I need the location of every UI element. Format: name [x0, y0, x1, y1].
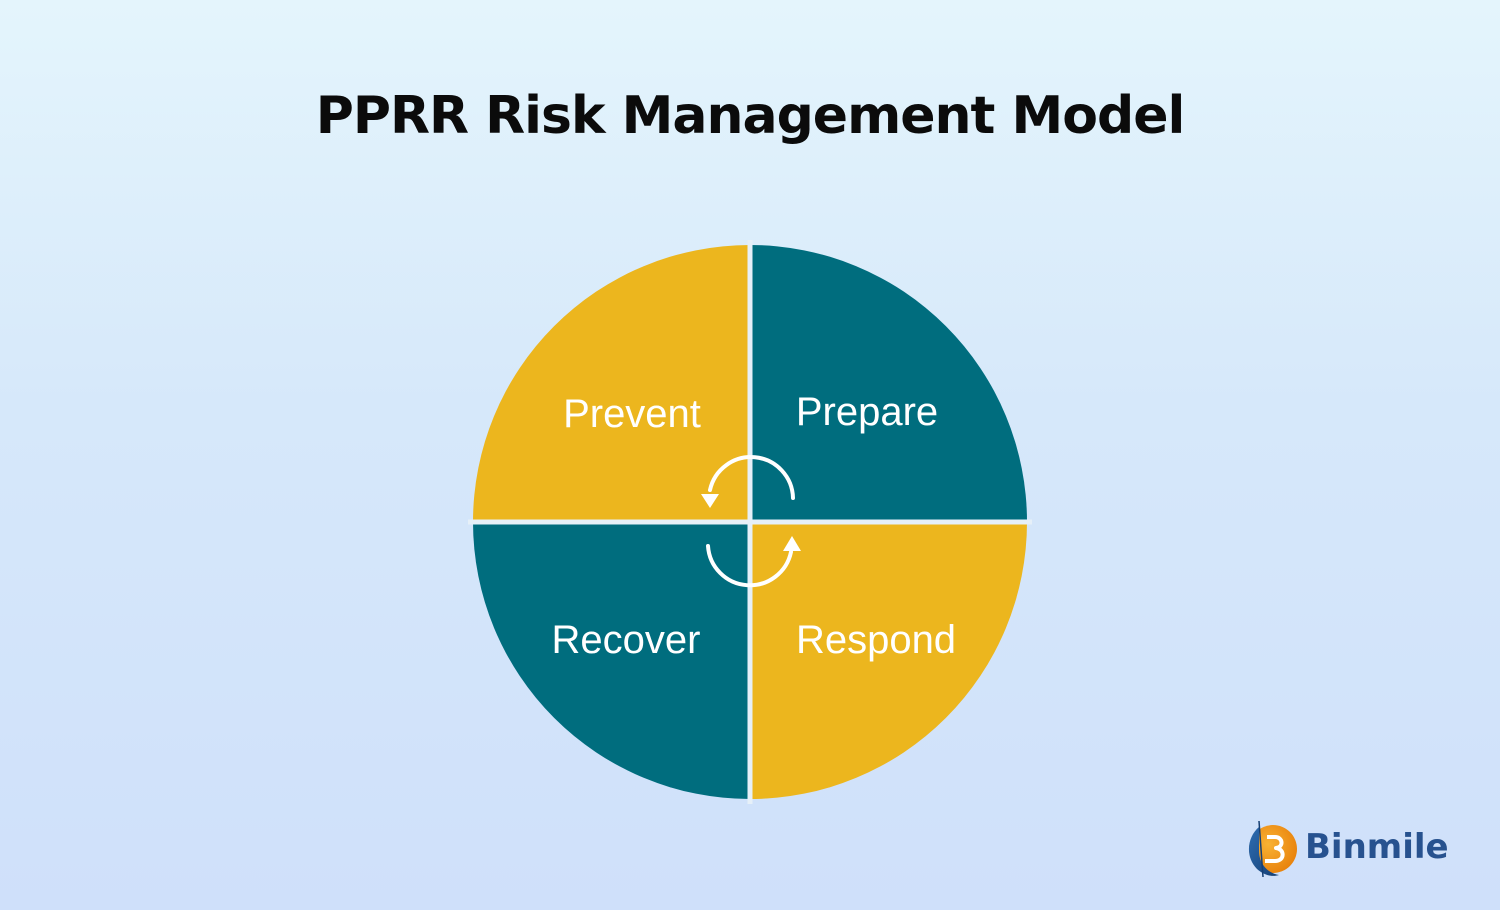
quadrant-recover	[473, 522, 750, 799]
quadrant-respond	[750, 522, 1027, 799]
label-recover: Recover	[552, 618, 701, 662]
quadrant-prepare	[750, 245, 1027, 522]
label-prevent: Prevent	[563, 392, 701, 436]
quadrant-prevent	[473, 245, 750, 522]
label-prepare: Prepare	[796, 390, 938, 434]
page-title: PPRR Risk Management Model	[315, 86, 1186, 146]
brand-logo: Binmile	[1243, 815, 1449, 879]
logo-text: Binmile	[1305, 827, 1449, 867]
label-respond: Respond	[796, 618, 956, 662]
binmile-logo-icon	[1248, 820, 1297, 878]
circular-arrows-icon	[701, 455, 801, 588]
